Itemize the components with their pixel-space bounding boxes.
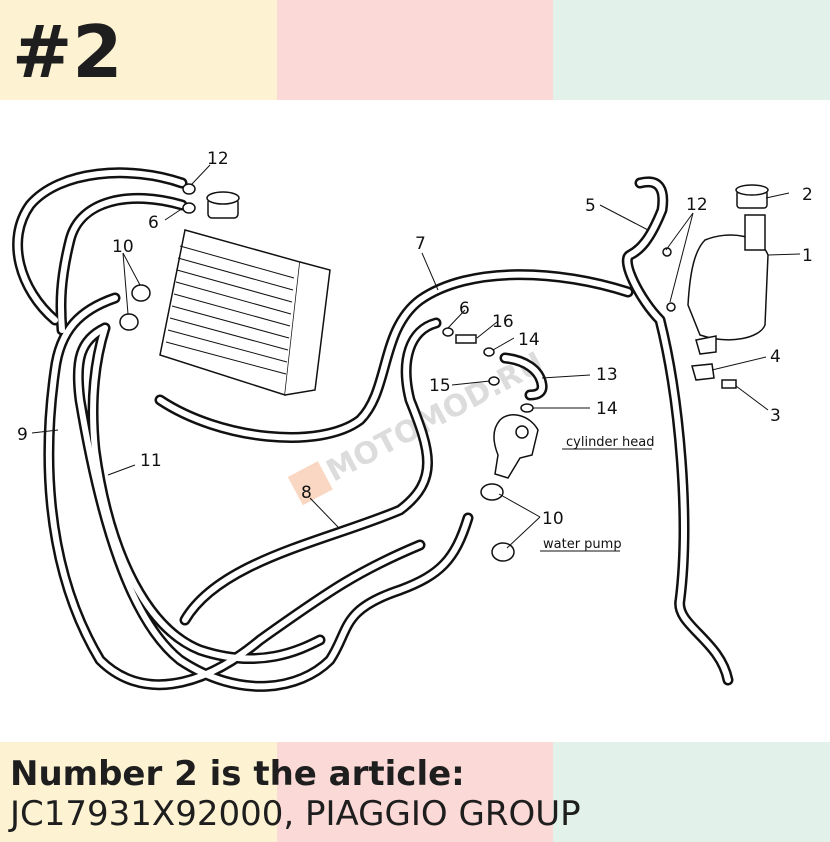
callout-9: 9	[17, 425, 28, 445]
callout-8: 8	[301, 483, 312, 503]
callout-2: 2	[802, 185, 813, 205]
band-yellow	[0, 0, 277, 100]
callout-12-right: 12	[686, 195, 708, 215]
callout-16: 16	[492, 312, 514, 332]
band-pink	[277, 0, 553, 100]
callout-11: 11	[140, 451, 162, 471]
callout-6-left: 6	[148, 213, 159, 233]
callout-12-left: 12	[207, 149, 229, 169]
band-pink-bottom	[277, 742, 553, 842]
top-color-band	[0, 0, 830, 100]
callout-6-center: 6	[459, 299, 470, 319]
callout-7: 7	[415, 234, 426, 254]
item-number-badge: #2	[12, 10, 123, 94]
hoses	[12, 167, 734, 692]
label-water-pump: water pump	[543, 537, 622, 552]
label-cylinder-head: cylinder head	[566, 435, 655, 450]
band-mint	[553, 0, 830, 100]
clamps	[119, 183, 737, 562]
callout-5: 5	[585, 196, 596, 216]
callout-14-lower: 14	[596, 399, 618, 419]
expansion-tank	[687, 184, 769, 355]
band-yellow-bottom	[0, 742, 277, 842]
callout-13: 13	[596, 365, 618, 385]
leader-lines	[31, 164, 801, 552]
caption-heading: Number 2 is the article:	[10, 754, 465, 794]
callout-3: 3	[770, 406, 781, 426]
callout-numbers: 12 6 10 9 11 7 5 2 1 12 4 3 6 16 14 13 1…	[17, 149, 813, 529]
callout-10-left: 10	[112, 237, 134, 257]
callout-10-right: 10	[542, 509, 564, 529]
callout-14-upper: 14	[518, 330, 540, 350]
parts-diagram: MOTOMOD.RU	[12, 149, 813, 692]
cylinder-head-fitting	[493, 414, 539, 479]
callout-15: 15	[429, 376, 451, 396]
band-mint-bottom	[553, 742, 830, 842]
radiator	[159, 191, 331, 396]
callout-4: 4	[770, 347, 781, 367]
callout-1: 1	[802, 246, 813, 266]
caption-article: JC17931X92000, PIAGGIO GROUP	[10, 794, 581, 834]
bottom-color-band	[0, 742, 830, 842]
